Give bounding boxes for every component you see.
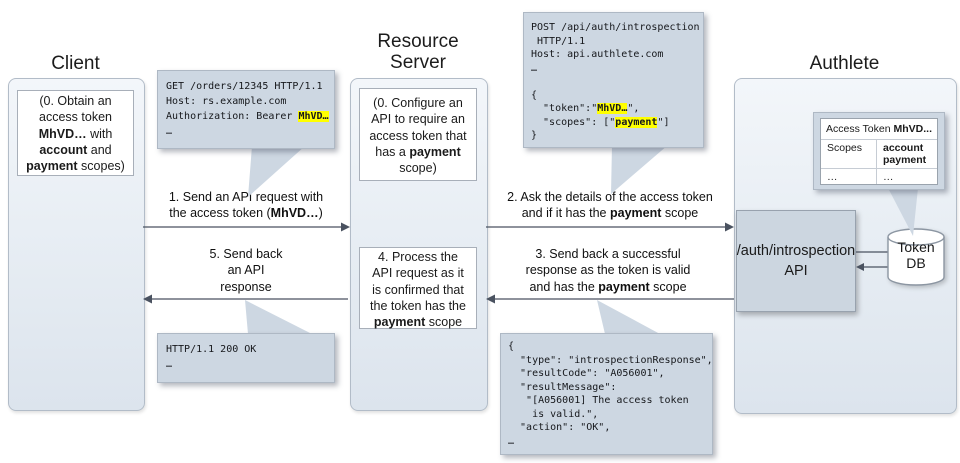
token-table-bubble-tail [888, 188, 918, 236]
introspection-response-bubble: { "type": "introspectionResponse", "resu… [500, 333, 713, 455]
api-to-db-connector [856, 251, 890, 253]
more-row-label: … [821, 169, 877, 184]
db-to-api-arrow [856, 263, 890, 271]
client-title: Client [51, 53, 100, 74]
auth-introspection-api-box: /auth/introspection API [736, 210, 856, 312]
introspection-request-bubble-tail [611, 145, 668, 194]
message-5-label: 5. Send back an API response [209, 247, 283, 294]
resource-server-title: Resource Server [377, 31, 459, 74]
api-request-bubble-tail [248, 146, 305, 197]
more-row-value: … [883, 171, 894, 183]
access-token-table-header: Access Token MhVD... [825, 123, 932, 135]
arrow-1-client-to-rs [143, 222, 350, 232]
api-response-bubble: HTTP/1.1 200 OK… [157, 333, 335, 383]
introspection-response-bubble-tail [597, 300, 660, 334]
token-db-label: Token DB [897, 239, 935, 272]
authlete-title: Authlete [809, 53, 880, 74]
arrow-5-rs-to-client [143, 294, 348, 304]
api-response-bubble-tail [245, 300, 312, 334]
scopes-row-label: Scopes [821, 140, 877, 168]
arrow-2-rs-to-authlete [486, 222, 734, 232]
access-token-table-more-row: … … [821, 168, 937, 184]
token-db-cylinder-icon [887, 228, 945, 286]
arrow-3-authlete-to-rs [486, 294, 734, 304]
